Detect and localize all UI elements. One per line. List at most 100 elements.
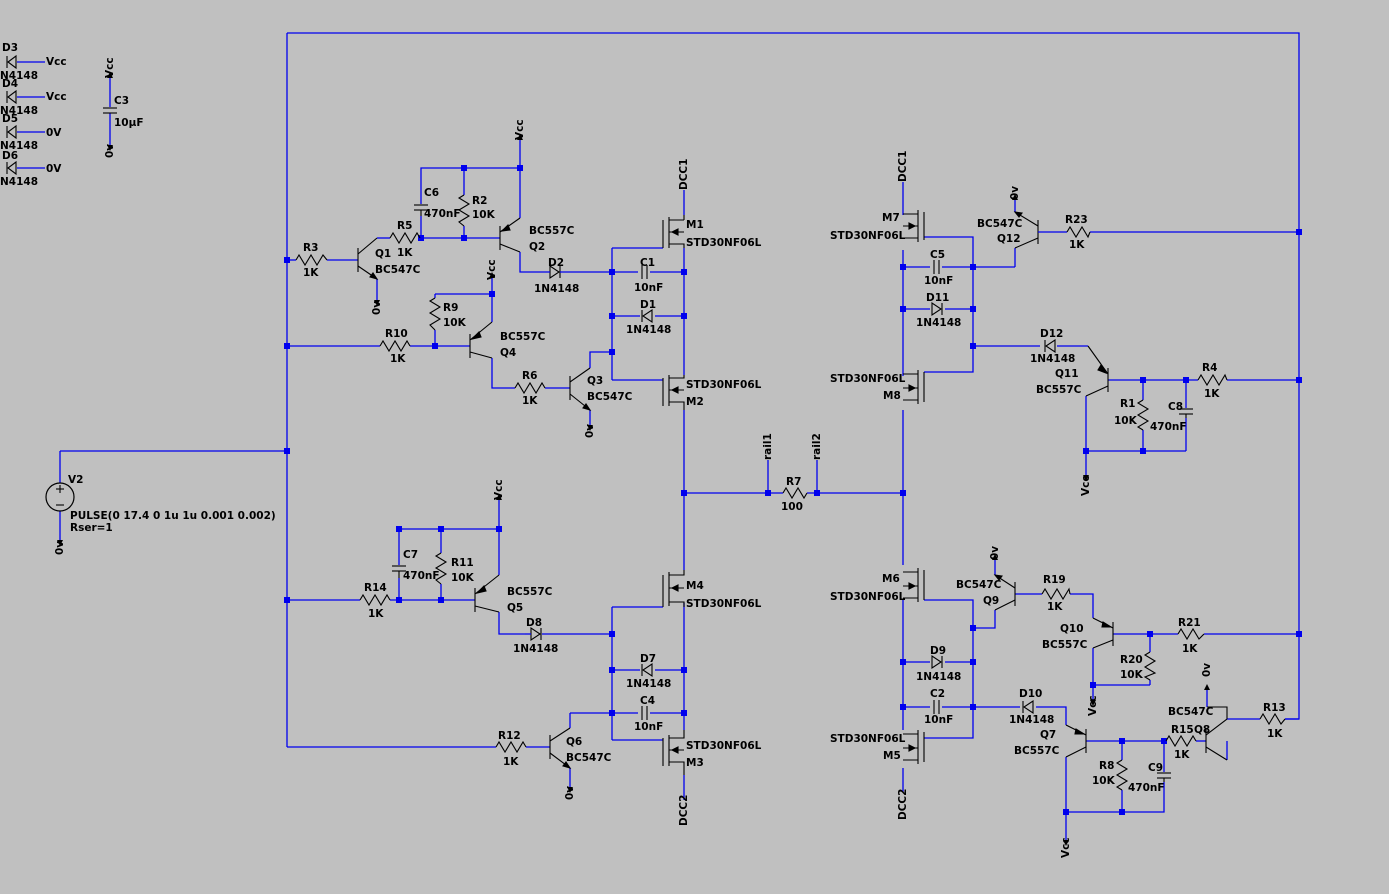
Q8-model: BC547C [1168,706,1214,718]
Q4-symbol [469,321,493,359]
R6-value: 1K [522,395,538,407]
M5-name: M5 [883,750,901,762]
D10-model: 1N4148 [1009,714,1054,726]
R13-name: R13 [1263,702,1286,714]
ground-label: 0v [989,546,1001,560]
C8-name: C8 [1168,401,1183,413]
Q1-name: Q1 [375,248,391,260]
R14-value: 1K [368,608,384,620]
Q1-model: BC547C [375,264,421,276]
ground-label: 0v [104,144,116,158]
dcc2-label: DCC2 [897,789,909,820]
R7-name: R7 [786,476,801,488]
R11-value: 10K [451,572,475,584]
C2-symbol [933,700,940,714]
M4-model: STD30NF06L [686,598,762,610]
zero-v-label: 0V [46,127,62,139]
R19-symbol [1041,587,1071,601]
R4-value: 1K [1204,388,1220,400]
Q11-symbol [1085,345,1109,397]
M3-model: STD30NF06L [686,740,762,752]
R14-name: R14 [364,582,387,594]
Q9-model: BC547C [956,579,1002,591]
R1-name: R1 [1120,398,1135,410]
D2-symbol [540,264,570,280]
R13-symbol [1259,712,1286,726]
M2-name: M2 [686,396,704,408]
vcc-label: Vcc [1087,695,1099,716]
ground-label: 0v [1201,663,1213,677]
Q4-model: BC557C [500,331,546,343]
C2-name: C2 [930,688,945,700]
Q11-model: BC557C [1036,384,1082,396]
D5-model: N4148 [0,140,38,152]
R4-name: R4 [1202,362,1217,374]
D6-model: N4148 [0,176,38,188]
R2-value: 10K [472,209,496,221]
R6-name: R6 [522,370,537,382]
C5-value: 10nF [924,275,953,287]
R12-value: 1K [503,756,519,768]
vcc-label: Vcc [493,479,505,500]
ground-label: 0v [1009,186,1021,200]
C3-value: 10µF [114,117,144,129]
zero-v-label: 0V [46,163,62,175]
Q12-symbol [1013,211,1060,249]
R21-name: R21 [1178,617,1201,629]
D11-name: D11 [926,292,949,304]
Q2-symbol [499,217,521,253]
Q6-symbol [549,727,572,769]
R3-symbol [295,253,328,267]
ground-label: 0v [564,786,576,800]
dcc1-label: DCC1 [897,151,909,182]
R15-name: R15 [1171,724,1194,736]
C7-value: 470nF [403,570,440,582]
R20-symbol [1143,651,1157,681]
R5-value: 1K [397,247,413,259]
R8-value: 10K [1092,775,1116,787]
Q4-name: Q4 [500,347,516,359]
D3-symbol [6,54,17,70]
Q10-name: Q10 [1060,623,1084,635]
D12-model: 1N4148 [1030,353,1075,365]
M1-name: M1 [686,219,704,231]
R10-symbol [379,339,411,353]
M7-name: M7 [882,212,900,224]
dcc1-label: DCC1 [678,159,690,190]
Q12-name: Q12 [997,233,1021,245]
C1-value: 10nF [634,282,663,294]
R7-value: 100 [781,501,803,513]
V2-name: V2 [68,474,83,486]
C6-symbol [414,204,428,216]
R2-name: R2 [472,195,487,207]
Q1-symbol [357,237,379,280]
vcc-label: Vcc [486,259,498,280]
R19-value: 1K [1047,601,1063,613]
M3-symbol [662,730,685,775]
C9-symbol [1157,772,1171,782]
C5-name: C5 [930,249,945,261]
capacitors [103,107,1193,782]
C4-symbol [641,706,648,720]
M4-name: M4 [686,580,704,592]
D8-symbol [525,626,542,642]
Q12-model: BC547C [977,218,1023,230]
D2-model: 1N4148 [534,283,579,295]
Q11-name: Q11 [1055,368,1079,380]
D9-model: 1N4148 [916,671,961,683]
M6-symbol [903,568,925,602]
C1-symbol [641,265,648,279]
Q6-model: BC547C [566,752,612,764]
vcc-label: Vcc [1080,475,1092,496]
M3-name: M3 [686,757,704,769]
D11-symbol [931,301,943,317]
R7-symbol [782,486,808,500]
vcc-label: Vcc [46,91,67,103]
M7-symbol [903,210,925,242]
ground-label: 0v [371,301,383,315]
D2-name: D2 [548,257,564,269]
R15-symbol [1165,734,1197,748]
D7-name: D7 [640,653,656,665]
Q2-model: BC557C [529,225,575,237]
